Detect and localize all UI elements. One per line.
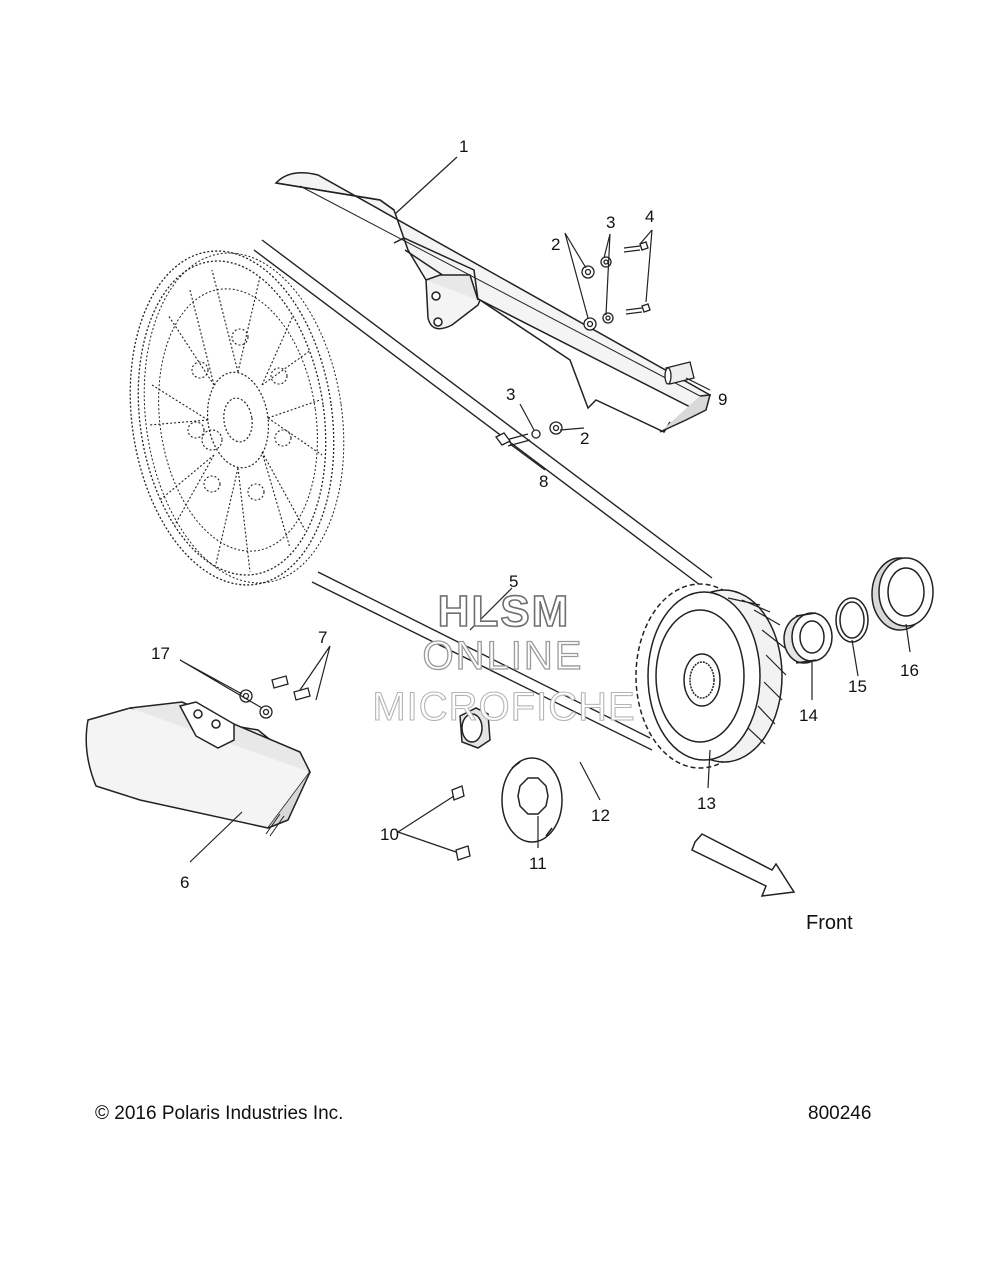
callout-labels: 1 2 3 4 2 3 8 9 5 7 17 6 10 11 12 13 14 … xyxy=(151,137,919,934)
watermark-line-2: ONLINE xyxy=(423,634,584,678)
callout-15: 15 xyxy=(848,677,867,696)
leader-lines xyxy=(179,156,911,863)
callout-12: 12 xyxy=(591,806,610,825)
callout-3-upper: 3 xyxy=(606,213,615,232)
watermark-line-3: MICROFICHE xyxy=(372,685,635,729)
sprocket-nut xyxy=(459,707,491,749)
callout-14: 14 xyxy=(799,706,818,725)
watermark-line-1: HLSM xyxy=(438,587,571,636)
snap-ring xyxy=(835,597,869,643)
callout-16: 16 xyxy=(900,661,919,680)
callout-7: 7 xyxy=(318,628,327,647)
callout-17: 17 xyxy=(151,644,170,663)
callout-11: 11 xyxy=(529,854,547,873)
callout-6: 6 xyxy=(180,873,189,892)
callout-3-lower: 3 xyxy=(506,385,515,404)
callout-5: 5 xyxy=(509,572,518,591)
guard-hardware xyxy=(495,241,695,447)
callout-8: 8 xyxy=(539,472,548,491)
drive-belt xyxy=(253,239,713,751)
callout-9: 9 xyxy=(718,390,727,409)
callout-1: 1 xyxy=(459,137,468,156)
sprocket-spacer xyxy=(783,612,833,664)
lock-plate xyxy=(501,757,563,843)
callout-10: 10 xyxy=(380,825,399,844)
lower-belt-guard xyxy=(85,701,312,837)
callout-13: 13 xyxy=(697,794,716,813)
drawing-number: 800246 xyxy=(808,1103,872,1124)
rear-wheel-pulley xyxy=(129,250,345,586)
front-direction-arrow xyxy=(691,833,796,897)
front-label: Front xyxy=(806,912,853,934)
lower-guard-hardware xyxy=(239,675,311,719)
oil-seal xyxy=(871,557,934,631)
front-sprocket xyxy=(635,583,787,769)
watermark: HLSM ONLINE MICROFICHE xyxy=(372,586,635,729)
callout-4: 4 xyxy=(645,207,654,226)
callout-2-lower: 2 xyxy=(580,429,589,448)
lock-plate-screws xyxy=(451,785,471,861)
belt-guard xyxy=(274,172,712,433)
callout-2-upper: 2 xyxy=(551,235,560,254)
copyright-notice: © 2016 Polaris Industries Inc. xyxy=(95,1103,344,1124)
